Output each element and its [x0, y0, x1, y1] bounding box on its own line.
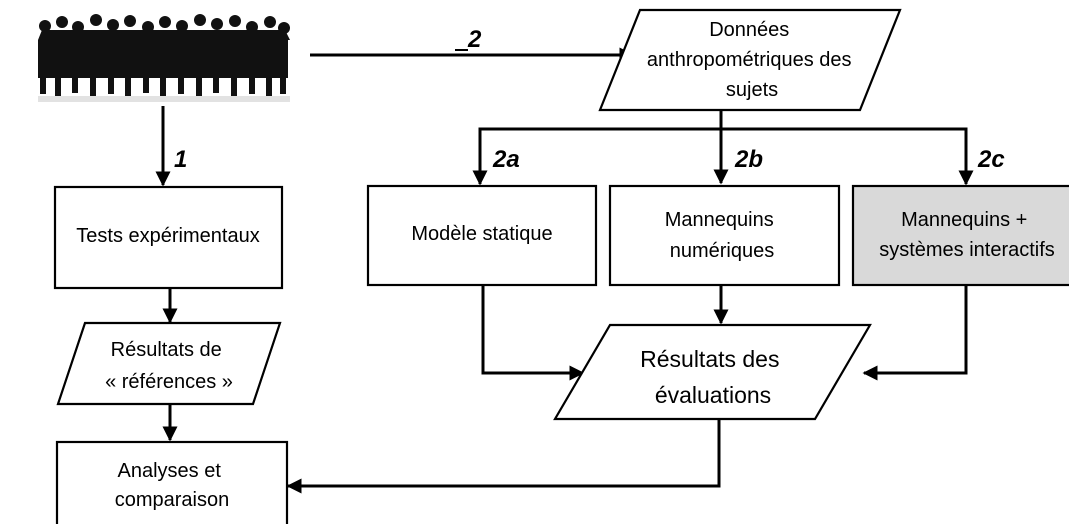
references-label-line-2: « références »: [105, 371, 233, 393]
modele-label: Modèle statique: [411, 223, 552, 245]
evaluations-parallelogram: [553, 323, 872, 421]
step-labels: 2 1 2a 2b 2c: [174, 26, 1005, 173]
analyses-label-line-2: comparaison: [115, 489, 230, 511]
mannequins-label: Mannequins numériques: [665, 209, 780, 262]
interactifs-box: [851, 184, 1069, 287]
interactifs-label-line-2: systèmes interactifs: [879, 239, 1055, 261]
donnees-label-line-3: sujets: [726, 79, 778, 101]
arrow-modele-to-evaluations: [481, 285, 585, 381]
node-texts: Données anthropométriques des sujets Tes…: [76, 19, 1055, 511]
analyses-label: Analyses et comparaison: [115, 460, 230, 511]
step-label-2b: 2b: [734, 146, 763, 173]
references-label-line-1: Résultats de: [111, 339, 222, 361]
step-label-2c: 2c: [977, 146, 1005, 173]
mannequins-label-line-2: numériques: [670, 240, 775, 262]
mannequins-label-line-1: Mannequins: [665, 209, 774, 231]
evaluations-label: Résultats des évaluations: [640, 346, 786, 408]
step-label-2: 2: [467, 26, 482, 53]
connectors: [155, 47, 974, 494]
tests-box: [53, 185, 284, 290]
evaluations-label-line-1: Résultats des: [640, 346, 779, 372]
references-parallelogram: [56, 321, 282, 406]
mannequins-box: [608, 184, 841, 287]
analyses-box: [55, 440, 289, 524]
analyses-label-line-1: Analyses et: [118, 460, 222, 482]
modele-box: [366, 184, 598, 287]
shapes: [53, 8, 1069, 524]
references-label: Résultats de « références »: [105, 339, 233, 393]
interactifs-label-line-1: Mannequins +: [901, 209, 1027, 231]
donnees-label-line-2: anthropométriques des: [647, 49, 852, 71]
step-label-1: 1: [174, 146, 187, 173]
step-label-2a: 2a: [492, 146, 520, 173]
branch-horizontal: [478, 127, 968, 183]
donnees-parallelogram: [598, 8, 902, 112]
arrow-evaluations-to-analyses: [286, 419, 721, 494]
donnees-label-line-1: Données: [709, 19, 789, 41]
interactifs-label: Mannequins + systèmes interactifs: [879, 209, 1055, 261]
tests-label: Tests expérimentaux: [76, 225, 259, 247]
people-crowd-icon: [38, 14, 290, 102]
evaluations-label-line-2: évaluations: [655, 382, 771, 408]
donnees-label: Données anthropométriques des sujets: [647, 19, 857, 101]
arrow-interactifs-to-evaluations: [862, 285, 968, 381]
